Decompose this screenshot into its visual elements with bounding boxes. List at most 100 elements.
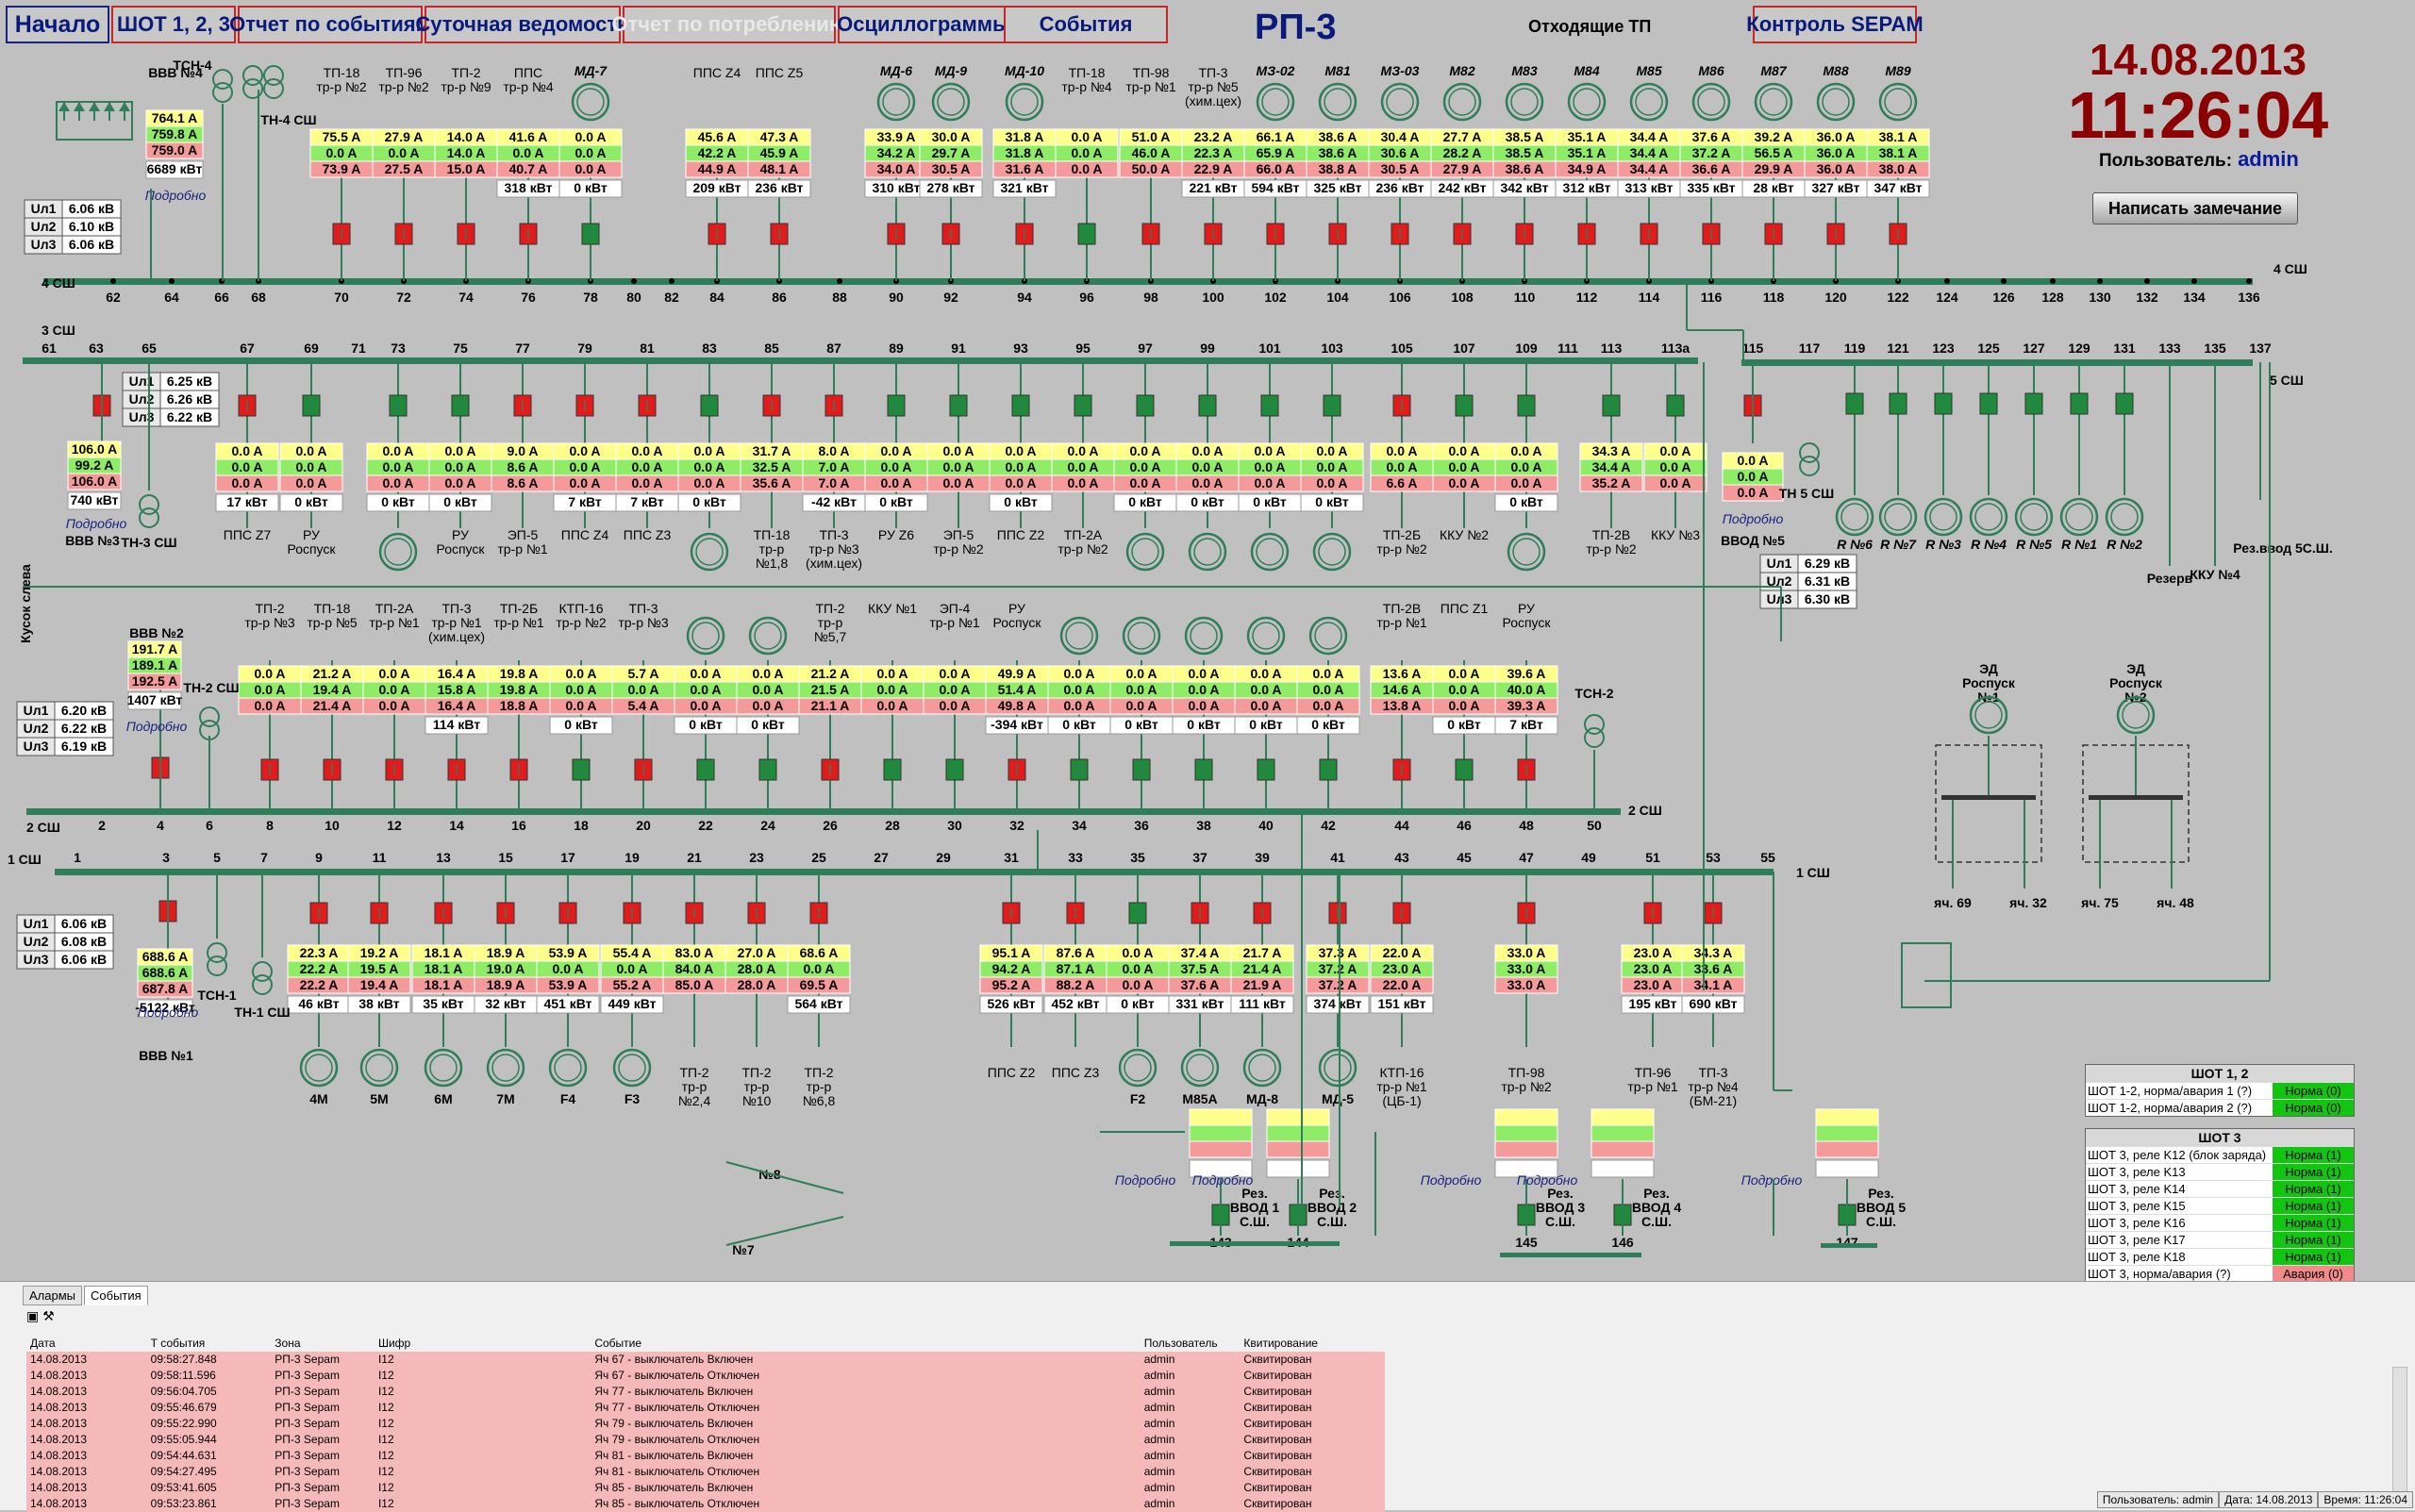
motor-icon[interactable] [571, 82, 610, 122]
motor-icon[interactable] [1878, 497, 1918, 537]
col-code[interactable]: Шифр [377, 1337, 411, 1350]
col-event[interactable]: Событие [594, 1337, 642, 1350]
motor-icon[interactable] [1246, 616, 1286, 656]
motor-icon[interactable] [1442, 82, 1482, 122]
motor-icon[interactable] [2116, 695, 2156, 735]
motor-icon[interactable] [1242, 1048, 1282, 1088]
motor-icon[interactable] [299, 1048, 339, 1088]
cell-number: 6 [206, 818, 213, 833]
filter-icon[interactable]: ▣ [26, 1308, 40, 1323]
tab-alarms[interactable]: Алармы [23, 1286, 82, 1305]
current-phase-1: 18.1 A [425, 945, 463, 960]
motor-icon[interactable] [1308, 616, 1348, 656]
current-phase-2: 0.0 A [1072, 145, 1103, 160]
motor-icon[interactable] [1969, 695, 2008, 735]
nav-events-report[interactable]: Отчет по событиям [229, 6, 431, 43]
meter-row3-13 [1051, 442, 1115, 492]
nav-sepam[interactable]: Контроль SEPAM [1746, 6, 1924, 43]
motor-icon[interactable] [748, 616, 788, 656]
motor-icon[interactable] [1059, 616, 1099, 656]
cell-number: 118 [1763, 290, 1785, 305]
motor-icon[interactable] [1380, 82, 1420, 122]
scrollbar[interactable] [2392, 1367, 2407, 1501]
motor-icon[interactable] [612, 1048, 652, 1088]
current-phase-1: 764.1 A [152, 110, 198, 125]
motor-icon[interactable] [1256, 82, 1295, 122]
motor-icon[interactable] [1835, 497, 1874, 537]
motor-icon[interactable] [1629, 82, 1669, 122]
motor-icon[interactable] [1924, 497, 1963, 537]
current-phase-2: 99.2 A [75, 457, 114, 473]
motor-icon[interactable] [359, 1048, 399, 1088]
motor-icon[interactable] [486, 1048, 525, 1088]
current-phase-3: 0.0 A [1064, 698, 1095, 713]
meter-row3-20 [1494, 442, 1558, 512]
motor-icon[interactable] [876, 82, 916, 122]
col-time[interactable]: Т события [150, 1337, 206, 1350]
motor-icon[interactable] [1122, 616, 1161, 656]
details-link: Подробно [66, 516, 127, 531]
current-phase-2: 0.0 A [1255, 459, 1286, 474]
motor-icon[interactable] [424, 1048, 463, 1088]
meter-row3-11 [926, 442, 991, 492]
current-phase-3: 0.0 A [379, 698, 410, 713]
motor-icon[interactable] [1505, 82, 1544, 122]
motor-icon[interactable] [548, 1048, 588, 1088]
motor-icon[interactable] [690, 532, 729, 572]
motor-icon[interactable] [686, 616, 725, 656]
meter-vvv2 [127, 640, 182, 710]
nav-events[interactable]: События [1004, 6, 1168, 43]
col-ack[interactable]: Квитирование [1243, 1337, 1318, 1350]
settings-icon[interactable]: ⚒ [42, 1308, 55, 1323]
current-phase-1: 38.6 A [1319, 129, 1357, 144]
motor-icon[interactable] [1184, 616, 1224, 656]
tab-events[interactable]: События [84, 1286, 148, 1305]
motor-icon[interactable] [1005, 82, 1044, 122]
motor-icon[interactable] [2105, 497, 2144, 537]
motor-icon[interactable] [1691, 82, 1731, 122]
motor-icon[interactable] [1567, 82, 1607, 122]
col-user[interactable]: Пользователь [1143, 1337, 1218, 1350]
motor-icon[interactable] [1816, 82, 1856, 122]
motor-icon[interactable] [2059, 497, 2099, 537]
motor-icon[interactable] [931, 82, 971, 122]
motor-icon[interactable] [1180, 1048, 1220, 1088]
motor-icon[interactable] [1318, 1048, 1357, 1088]
motor-icon[interactable] [378, 532, 418, 572]
nav-consumption[interactable]: Отчет по потреблению [611, 6, 847, 43]
nav-home[interactable]: Начало [6, 6, 109, 43]
nav-shot[interactable]: ШОТ 1, 2, 3 [111, 6, 236, 43]
nav-daily[interactable]: Суточная ведомость [415, 6, 630, 43]
nav-oscillograms[interactable]: Осциллограммы [837, 6, 1010, 43]
motor-icon[interactable] [1969, 497, 2008, 537]
motor-icon[interactable] [1507, 532, 1546, 572]
resistor-name: R №1 [2061, 537, 2097, 552]
motor-icon[interactable] [1188, 532, 1227, 572]
current-phase-3: 0.0 A [1511, 475, 1542, 490]
motor-icon[interactable] [1125, 532, 1165, 572]
motor-icon[interactable] [1312, 532, 1352, 572]
motor-icon[interactable] [1118, 1048, 1158, 1088]
motor-icon[interactable] [1754, 82, 1793, 122]
write-note-button[interactable]: Написать замечание [2092, 192, 2298, 224]
meter-row4-11 [1119, 128, 1183, 178]
motor-icon[interactable] [1318, 82, 1357, 122]
cell-number: 34 [1072, 818, 1087, 833]
motor-icon[interactable] [2014, 497, 2054, 537]
motor-icon[interactable] [1250, 532, 1290, 572]
col-zone[interactable]: Зона [275, 1337, 301, 1350]
col-date[interactable]: Дата [30, 1337, 56, 1350]
motor-icon[interactable] [1878, 82, 1918, 122]
